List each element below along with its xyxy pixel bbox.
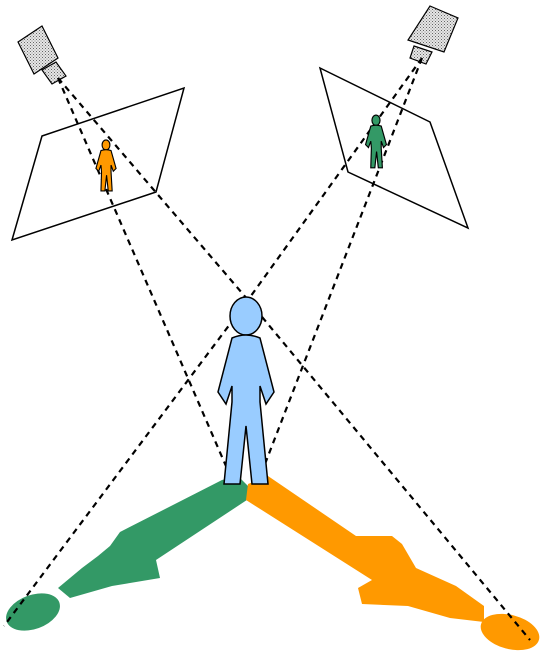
ray-right-camera-to-person-head	[247, 57, 423, 301]
projection-rays	[3, 57, 531, 641]
ray-right-camera-through-head-to-left-shadow	[3, 299, 249, 627]
camera-icon	[17, 25, 67, 85]
image-plane-right	[318, 66, 470, 230]
person-icon	[364, 114, 388, 169]
ray-left-camera-to-person-feet	[56, 77, 234, 481]
ray-right-camera-to-person-feet	[256, 57, 424, 483]
person-center	[217, 296, 275, 485]
person-icon	[217, 296, 275, 485]
shadow-left	[6, 476, 256, 631]
camera-icon	[407, 5, 459, 65]
ray-left-camera-through-head-to-right-shadow	[247, 299, 531, 641]
projected-person-left	[95, 139, 117, 192]
person-icon	[95, 139, 117, 192]
projected-person-right	[364, 114, 388, 169]
camera-right	[407, 5, 459, 65]
camera-left	[17, 25, 67, 85]
image-plane-left	[10, 86, 186, 242]
ray-left-camera-to-person-head	[57, 77, 249, 301]
shadow-right	[246, 476, 540, 651]
